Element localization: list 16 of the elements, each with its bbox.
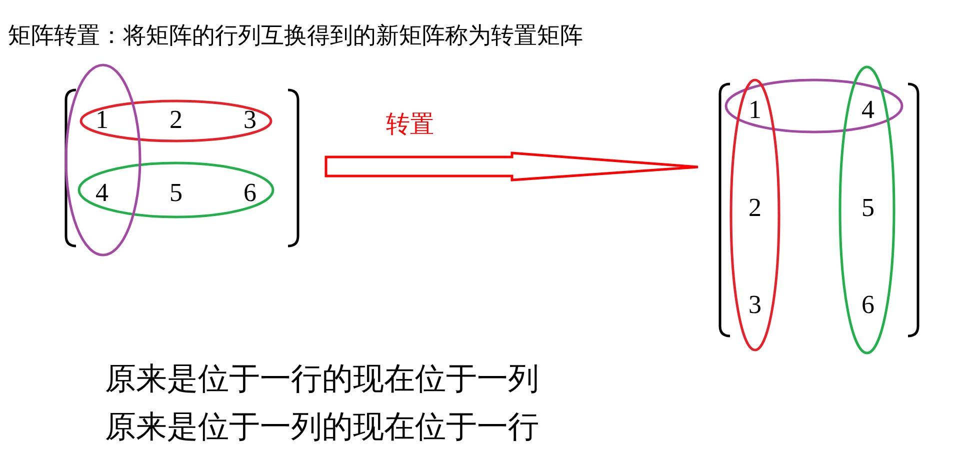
- matrix-entry: 1: [748, 95, 762, 125]
- note-text: 原来是位于一行的现在位于一列: [105, 360, 539, 399]
- hollow-arrow: [324, 152, 700, 182]
- matrix-entry: 6: [860, 290, 876, 320]
- note-text: 原来是位于一列的现在位于一行: [105, 408, 539, 447]
- matrix-entry: 4: [94, 178, 110, 208]
- matrix-entry: 4: [860, 95, 876, 125]
- matrix-entry: 5: [860, 193, 876, 223]
- matrix-entry: 2: [168, 105, 184, 135]
- matrix-entry: 3: [748, 290, 762, 320]
- matrix-entry: 3: [242, 105, 258, 135]
- title: 矩阵转置：将矩阵的行列互换得到的新矩阵称为转置矩阵: [8, 22, 583, 51]
- matrix-entry: 1: [94, 105, 110, 135]
- matrix-entry: 6: [242, 178, 258, 208]
- matrix-entry: 5: [168, 178, 184, 208]
- matrix-entry: 2: [748, 193, 762, 223]
